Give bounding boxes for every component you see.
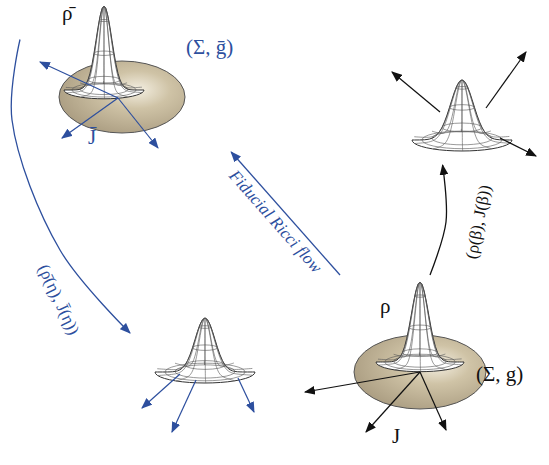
- wire-meridian: [394, 282, 420, 357]
- wire-meridian: [419, 282, 421, 356]
- wire-meridian: [462, 80, 464, 151]
- wire-meridian: [462, 80, 509, 137]
- wire-meridian: [378, 282, 420, 360]
- wire-meridian: [432, 80, 462, 133]
- bump-outline: [64, 6, 144, 99]
- wire-meridian: [80, 6, 104, 85]
- bump-outline: [412, 80, 512, 151]
- wire-meridian: [205, 318, 234, 366]
- current-vector: [392, 72, 440, 112]
- edge-label: (ρ̄(η), J̄(η)): [34, 262, 83, 338]
- wire-meridian: [176, 318, 205, 381]
- current-vector: [142, 374, 180, 408]
- surface-node: ρ (Σ, g) J: [290, 275, 540, 450]
- current-vector: [420, 372, 446, 430]
- math-label: (Σ, ḡ): [186, 36, 233, 59]
- bump-outline: [155, 318, 255, 383]
- current-vector: [40, 62, 118, 98]
- flow-arrow: [11, 40, 130, 334]
- wire-meridian: [414, 80, 462, 137]
- edge-label: Fiducial Ricci flow: [225, 167, 325, 277]
- wire-meridian: [204, 318, 206, 365]
- wire-meridian: [104, 6, 128, 97]
- wire-meridian: [378, 282, 420, 365]
- wire-meridian: [205, 318, 235, 381]
- density-bump: [64, 6, 512, 383]
- edge-label: (ρ(β), J(β)): [463, 183, 496, 260]
- math-label: J: [392, 425, 400, 448]
- wire-meridian: [462, 80, 510, 143]
- wire-meridian: [395, 282, 420, 370]
- current-vector: [118, 98, 158, 148]
- wire-meridian: [104, 6, 142, 88]
- surface-node: [130, 305, 260, 445]
- wire-meridian: [104, 6, 142, 93]
- surface-node: [385, 25, 545, 165]
- flow-arrow: [430, 165, 447, 275]
- math-label: (Σ, g): [476, 363, 523, 386]
- current-vector: [366, 372, 420, 432]
- wire-meridian: [420, 282, 446, 370]
- wire-meridian: [420, 282, 462, 360]
- wire-meridian: [104, 6, 127, 85]
- wire-meridian: [420, 282, 422, 372]
- wire-meridian: [205, 318, 253, 375]
- wire-meridian: [415, 80, 462, 144]
- current-vector: [500, 138, 536, 156]
- math-label: ρ̄: [62, 2, 72, 25]
- current-vector: [172, 380, 196, 432]
- current-vector: [486, 52, 526, 108]
- bump-outline: [376, 282, 464, 372]
- current-vector: [238, 378, 254, 412]
- wire-meridian: [461, 80, 463, 132]
- math-label: J̄: [88, 126, 96, 149]
- wire-meridian: [104, 6, 106, 99]
- flow-arrow: [231, 152, 340, 275]
- wire-meridian: [175, 318, 205, 366]
- current-vectors: [40, 52, 536, 432]
- current-vector: [305, 372, 420, 392]
- wire-meridian: [157, 318, 205, 370]
- wire-meridian: [205, 318, 207, 383]
- math-label: ρ: [380, 295, 390, 318]
- wire-meridian: [103, 6, 105, 84]
- surface-node: ρ̄ (Σ, ḡ) J̄: [20, 2, 260, 152]
- wire-meridian: [205, 318, 252, 369]
- wire-meridian: [420, 282, 462, 365]
- wire-meridian: [462, 80, 492, 149]
- wire-meridian: [158, 318, 205, 376]
- wire-meridian: [420, 282, 445, 357]
- wire-meridian: [81, 6, 104, 97]
